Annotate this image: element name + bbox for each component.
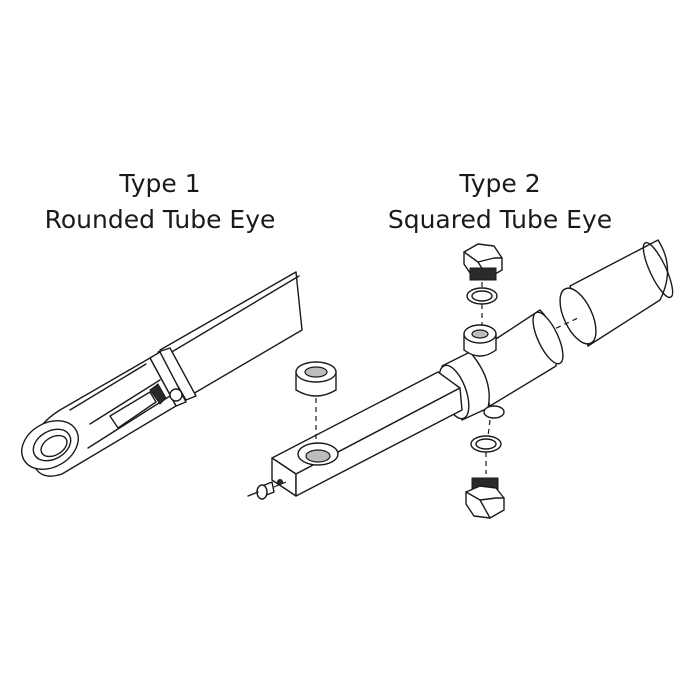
type1-groove — [149, 383, 167, 405]
type2-bushing — [295, 361, 337, 397]
type2-bottom-o-ring-inner — [475, 438, 497, 450]
type2-top-bolt — [463, 243, 503, 281]
type2-bottom-bolt — [465, 477, 505, 519]
type2-arm-hole-bore — [305, 449, 331, 463]
rounded-tube-eye-drawing — [21, 271, 303, 477]
type2-caption: Type 2 Squared Tube Eye — [360, 166, 640, 238]
type1-eye-ring-inner — [32, 428, 72, 462]
type2-title: Type 2 — [459, 169, 541, 198]
type2-arm-side — [295, 387, 463, 497]
type1-tube-highlight — [164, 275, 300, 357]
squared-tube-eye-drawing — [247, 239, 674, 519]
type2-top-o-ring-inner — [471, 290, 493, 302]
type2-cylinder-end — [532, 311, 564, 365]
type1-caption: Type 1 Rounded Tube Eye — [20, 166, 300, 238]
type1-subtitle: Rounded Tube Eye — [44, 205, 276, 234]
type2-bottom-align-line-1 — [487, 419, 491, 437]
type1-eye-inner-edge — [69, 363, 171, 449]
type1-title: Type 1 — [119, 169, 201, 198]
type2-tube-section — [559, 239, 674, 347]
type2-boss-bottom — [483, 405, 505, 419]
type1-side-bolt — [169, 388, 183, 402]
type1-eye-bore — [40, 434, 68, 458]
type1-slot — [109, 391, 157, 429]
type2-grease-fitting — [247, 479, 283, 500]
type2-subtitle: Squared Tube Eye — [387, 205, 613, 234]
type2-tube-align-line — [547, 317, 579, 333]
type2-boss-top — [463, 324, 497, 357]
type2-fitting-align-line — [273, 481, 287, 488]
